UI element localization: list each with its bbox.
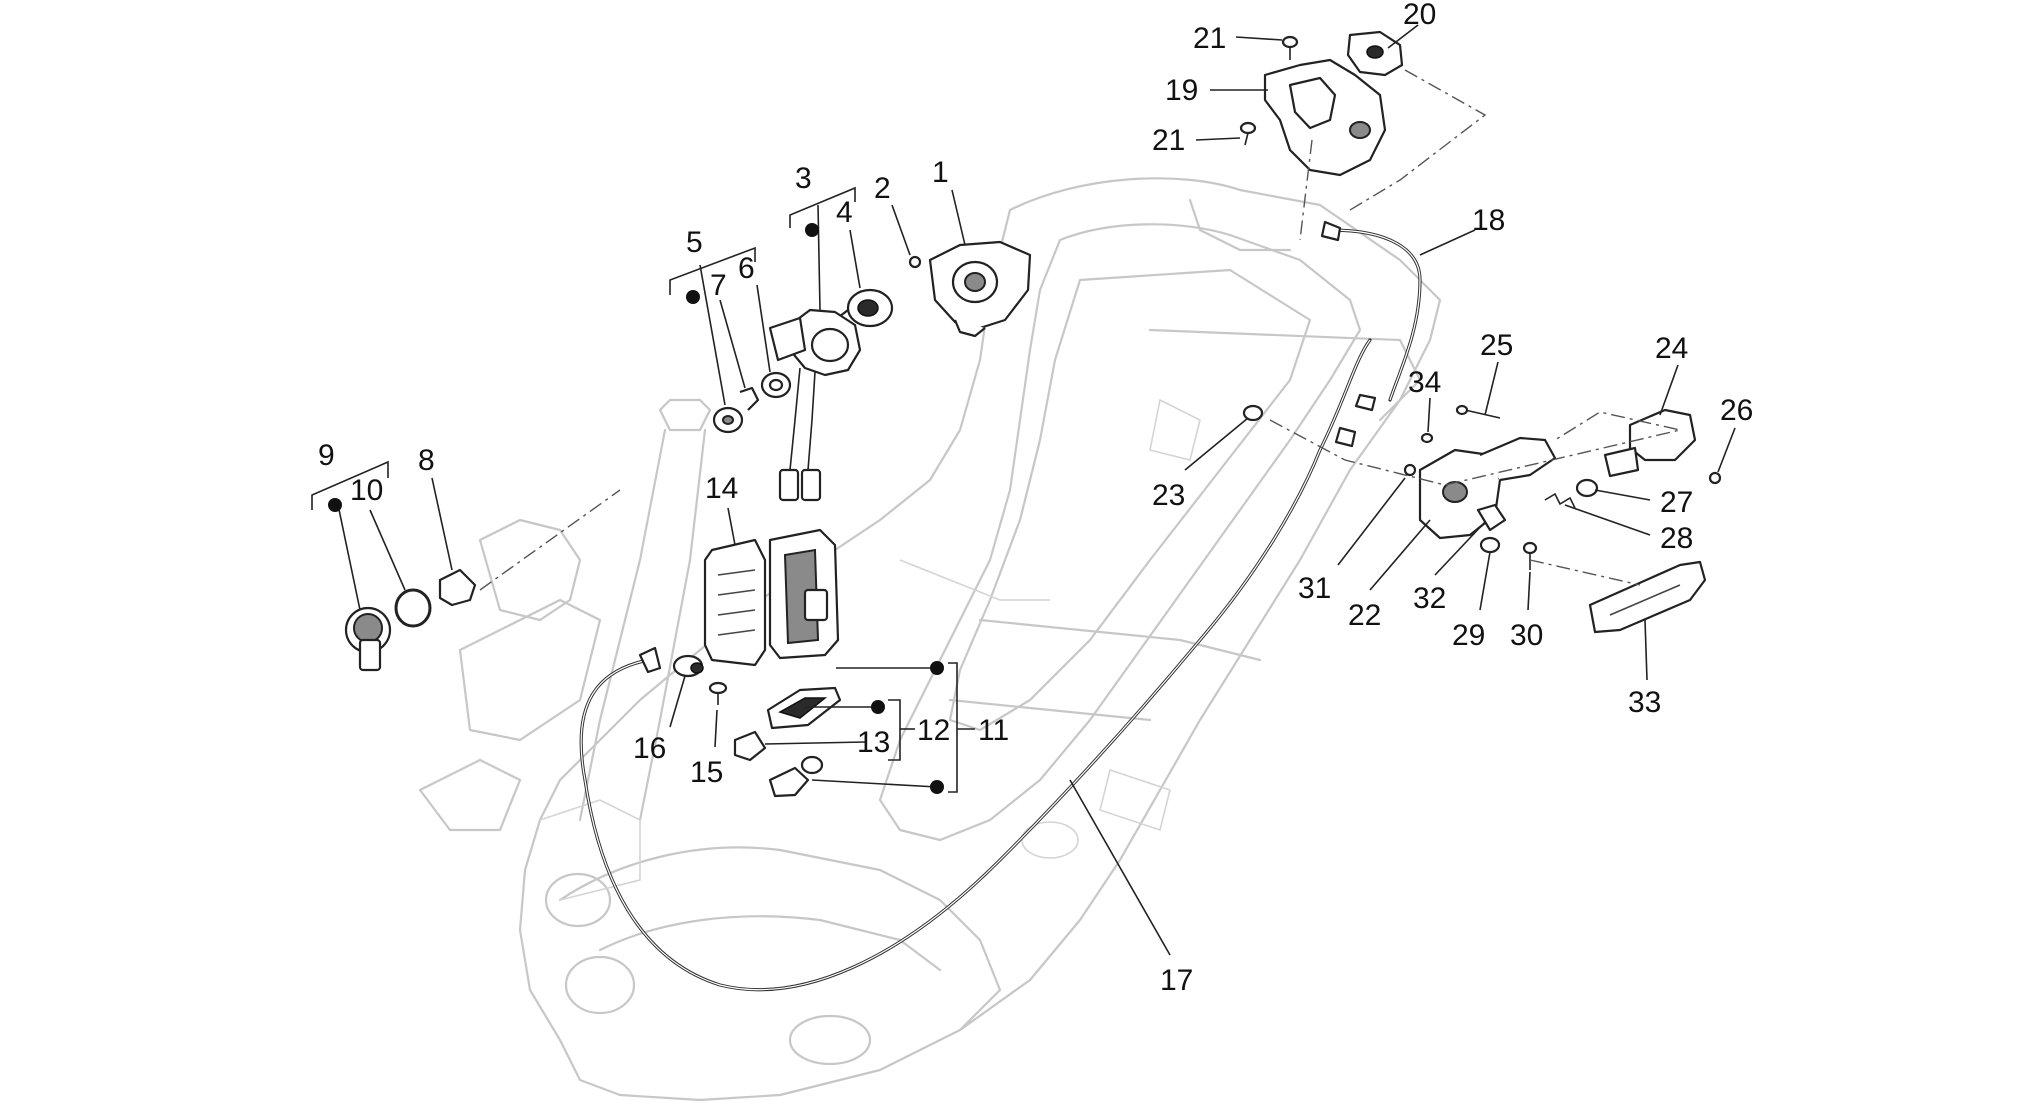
- part-16-cable-end: [672, 654, 704, 678]
- callout-17: 17: [1160, 964, 1193, 997]
- part-23-nut: [1242, 404, 1264, 422]
- dot-11b: [930, 780, 944, 794]
- part-14-control-unit: [703, 528, 840, 667]
- callout-32: 32: [1413, 582, 1446, 615]
- callout-26: 26: [1720, 394, 1753, 427]
- callout-7: 7: [710, 269, 727, 302]
- callout-28: 28: [1660, 522, 1693, 555]
- part-29-bushing: [1479, 536, 1501, 554]
- dot-11a: [930, 661, 944, 675]
- callout-29: 29: [1452, 619, 1485, 652]
- part-20-latch: [1346, 30, 1404, 77]
- part-30-bolt: [1522, 541, 1538, 570]
- callout-18: 18: [1472, 204, 1505, 237]
- dot-9: [328, 498, 342, 512]
- assembly-dots: [328, 223, 944, 794]
- callout-21b: 21: [1152, 124, 1185, 157]
- part-34-screw: [1420, 432, 1434, 444]
- callout-15: 15: [690, 756, 723, 789]
- callout-21a: 21: [1193, 22, 1226, 55]
- callout-24: 24: [1655, 332, 1688, 365]
- callout-labels: 1 2 3 4 5 6 7 8 9 10 11 12 13 14 15 16 1…: [318, 0, 1753, 997]
- callout-23: 23: [1152, 479, 1185, 512]
- part-15-screw: [708, 681, 728, 705]
- callout-33: 33: [1628, 686, 1661, 719]
- part-26-nut: [1708, 471, 1722, 485]
- part-25-bolt: [1455, 404, 1501, 419]
- callout-4: 4: [836, 196, 853, 229]
- dot-3: [805, 223, 819, 237]
- dot-5: [686, 290, 700, 304]
- part-18-upper-cable: [1320, 220, 1422, 448]
- callout-25: 25: [1480, 329, 1513, 362]
- part-33-handle: [1588, 560, 1707, 634]
- callout-20: 20: [1403, 0, 1436, 31]
- part-1-lock-housing: [928, 240, 1032, 338]
- callout-14: 14: [705, 472, 738, 505]
- part-2-nut: [908, 255, 922, 269]
- callout-16: 16: [633, 732, 666, 765]
- scooter-frame: [418, 177, 1442, 1102]
- callout-1: 1: [932, 156, 949, 189]
- part-8-cover: [438, 568, 477, 607]
- leader-lines: [311, 24, 1736, 956]
- callout-31: 31: [1298, 572, 1331, 605]
- part-10-o-ring: [394, 588, 432, 628]
- assembly-lines: [479, 69, 1681, 591]
- part-6-washer: [760, 371, 792, 399]
- dot-13: [871, 700, 885, 714]
- part-22-latch-body: [1418, 436, 1557, 540]
- part-31-screw: [1403, 463, 1417, 477]
- callout-22: 22: [1348, 599, 1381, 632]
- callout-12: 12: [917, 714, 950, 747]
- part-24-actuator: [1603, 408, 1697, 478]
- callout-6: 6: [738, 252, 755, 285]
- callout-8: 8: [418, 444, 435, 477]
- part-3-ignition-switch: [768, 308, 862, 502]
- part-28-spring: [1544, 492, 1576, 509]
- part-11-key: [768, 755, 824, 798]
- callout-9: 9: [318, 439, 335, 472]
- callout-11: 11: [978, 714, 1009, 747]
- part-17-seat-release-cable: [579, 338, 1372, 992]
- part-13-key-fob: [733, 686, 842, 762]
- callout-2: 2: [874, 172, 891, 205]
- callout-10: 10: [350, 474, 383, 507]
- part-5-bushing: [712, 406, 744, 434]
- part-32-lever: [1476, 503, 1507, 532]
- callout-13: 13: [857, 726, 890, 759]
- callout-34: 34: [1408, 366, 1441, 399]
- part-27-plunger: [1575, 478, 1599, 498]
- callout-27: 27: [1660, 486, 1693, 519]
- part-7-clip: [739, 386, 760, 411]
- callout-30: 30: [1510, 619, 1543, 652]
- callout-5: 5: [686, 226, 703, 259]
- part-19-bracket: [1263, 58, 1387, 177]
- callout-3: 3: [795, 162, 812, 195]
- part-9-connector: [344, 606, 392, 672]
- callout-19: 19: [1165, 74, 1198, 107]
- part-21-screws: [1239, 35, 1299, 146]
